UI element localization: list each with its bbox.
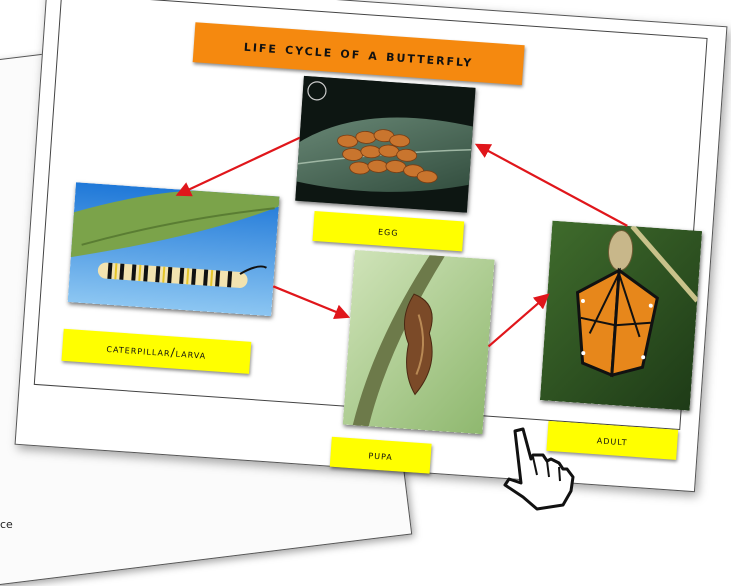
egg-illustration xyxy=(295,76,475,213)
caterpillar-illustration xyxy=(68,182,280,316)
adult-illustration xyxy=(540,221,702,411)
pupa-photo xyxy=(343,250,495,434)
caterpillar-photo xyxy=(68,182,280,316)
slide[interactable]: LIFE CYCLE OF A BUTTERFLY xyxy=(15,0,728,492)
hand-pointer-icon xyxy=(497,425,579,515)
pupa-illustration xyxy=(343,250,495,434)
background-slide-text: ce xyxy=(0,518,13,531)
adult-photo xyxy=(540,221,702,411)
egg-photo xyxy=(295,76,475,213)
